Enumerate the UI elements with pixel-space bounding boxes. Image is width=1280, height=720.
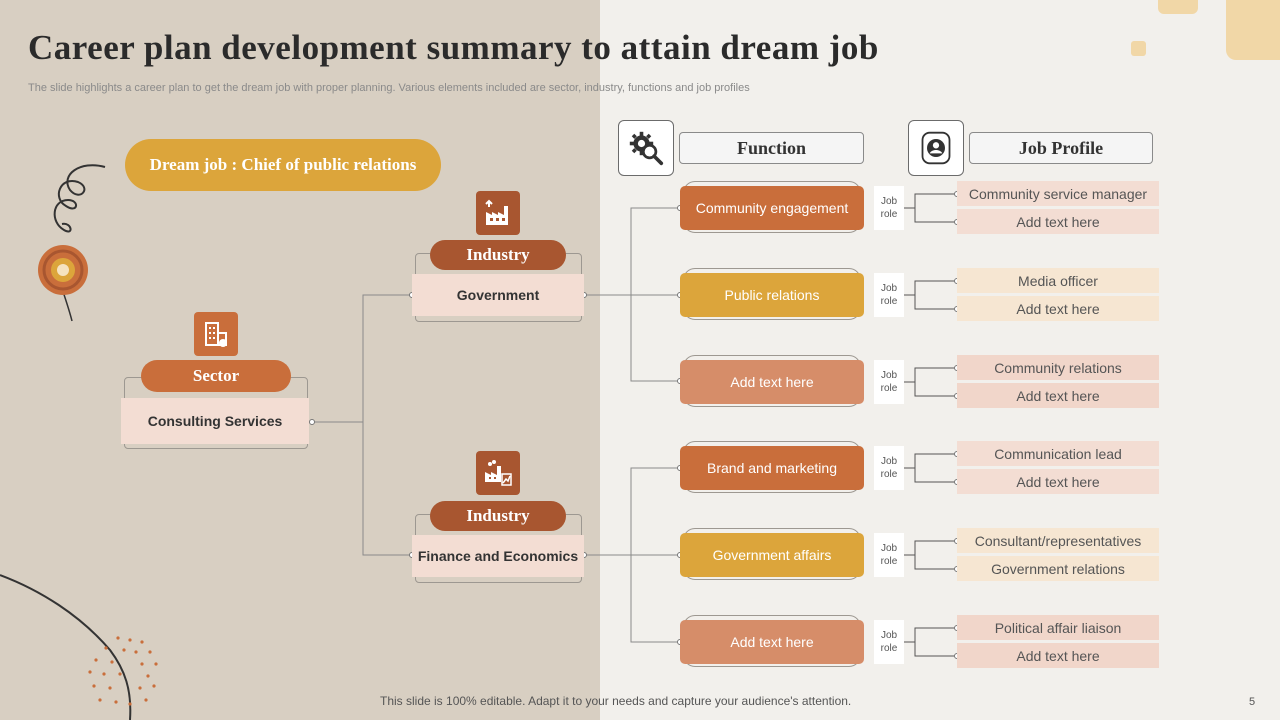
job-role-word-2: role (880, 643, 898, 654)
job-role-word-1: Job (880, 370, 898, 381)
decor-square (1226, 0, 1280, 60)
job-profile-item: Add text here (957, 296, 1159, 321)
factory-icon (476, 191, 520, 235)
decor-square (1158, 0, 1198, 14)
job-role-word-1: Job (880, 543, 898, 554)
sector-label: Sector (141, 360, 291, 392)
job-role-word-1: Job (880, 456, 898, 467)
job-role-text: Job role (881, 629, 898, 655)
function-box: Add text here (680, 620, 864, 664)
job-profile-item: Government relations (957, 556, 1159, 581)
dream-job-pill: Dream job : Chief of public relations (125, 139, 441, 191)
job-profile-item: Add text here (957, 383, 1159, 408)
job-role-tag: Job role (874, 360, 904, 404)
job-profile-item: Consultant/representatives (957, 528, 1159, 553)
building-icon (194, 312, 238, 356)
job-role-word-2: role (880, 296, 898, 307)
job-role-tag: Job role (874, 533, 904, 577)
function-header: Function (679, 132, 864, 164)
job-profile-item: Communication lead (957, 441, 1159, 466)
function-box: Government affairs (680, 533, 864, 577)
function-box: Add text here (680, 360, 864, 404)
industry-1-value: Government (412, 274, 584, 316)
job-profile-item: Political affair liaison (957, 615, 1159, 640)
job-role-word-1: Job (880, 196, 898, 207)
job-role-tag: Job role (874, 620, 904, 664)
industry-2-value: Finance and Economics (412, 535, 584, 577)
gear-search-icon (618, 120, 674, 176)
job-role-text: Job role (881, 282, 898, 308)
job-role-word-2: role (880, 383, 898, 394)
page-subtitle: The slide highlights a career plan to ge… (28, 82, 750, 94)
job-role-word-2: role (880, 556, 898, 567)
job-role-tag: Job role (874, 186, 904, 230)
function-box: Public relations (680, 273, 864, 317)
decor-square (1131, 41, 1146, 56)
job-role-tag: Job role (874, 273, 904, 317)
job-role-word-1: Job (880, 630, 898, 641)
job-profile-item: Community relations (957, 355, 1159, 380)
job-profile-item: Add text here (957, 469, 1159, 494)
job-profile-item: Media officer (957, 268, 1159, 293)
job-role-text: Job role (881, 369, 898, 395)
industry-2-label: Industry (430, 501, 566, 531)
job-profile-item: Community service manager (957, 181, 1159, 206)
footer-note: This slide is 100% editable. Adapt it to… (380, 694, 852, 708)
job-profile-header: Job Profile (969, 132, 1153, 164)
job-profile-item: Add text here (957, 209, 1159, 234)
left-panel-background (0, 0, 600, 720)
job-role-word-2: role (880, 209, 898, 220)
user-badge-icon (908, 120, 964, 176)
job-role-text: Job role (881, 455, 898, 481)
job-role-tag: Job role (874, 446, 904, 490)
page-number: 5 (1249, 696, 1256, 708)
job-profile-item: Add text here (957, 643, 1159, 668)
job-role-word-1: Job (880, 283, 898, 294)
job-role-text: Job role (881, 195, 898, 221)
function-box: Brand and marketing (680, 446, 864, 490)
page-title: Career plan development summary to attai… (28, 28, 879, 67)
sector-value: Consulting Services (121, 398, 309, 444)
function-box: Community engagement (680, 186, 864, 230)
factory-chart-icon (476, 451, 520, 495)
industry-1-label: Industry (430, 240, 566, 270)
job-role-text: Job role (881, 542, 898, 568)
job-role-word-2: role (880, 469, 898, 480)
